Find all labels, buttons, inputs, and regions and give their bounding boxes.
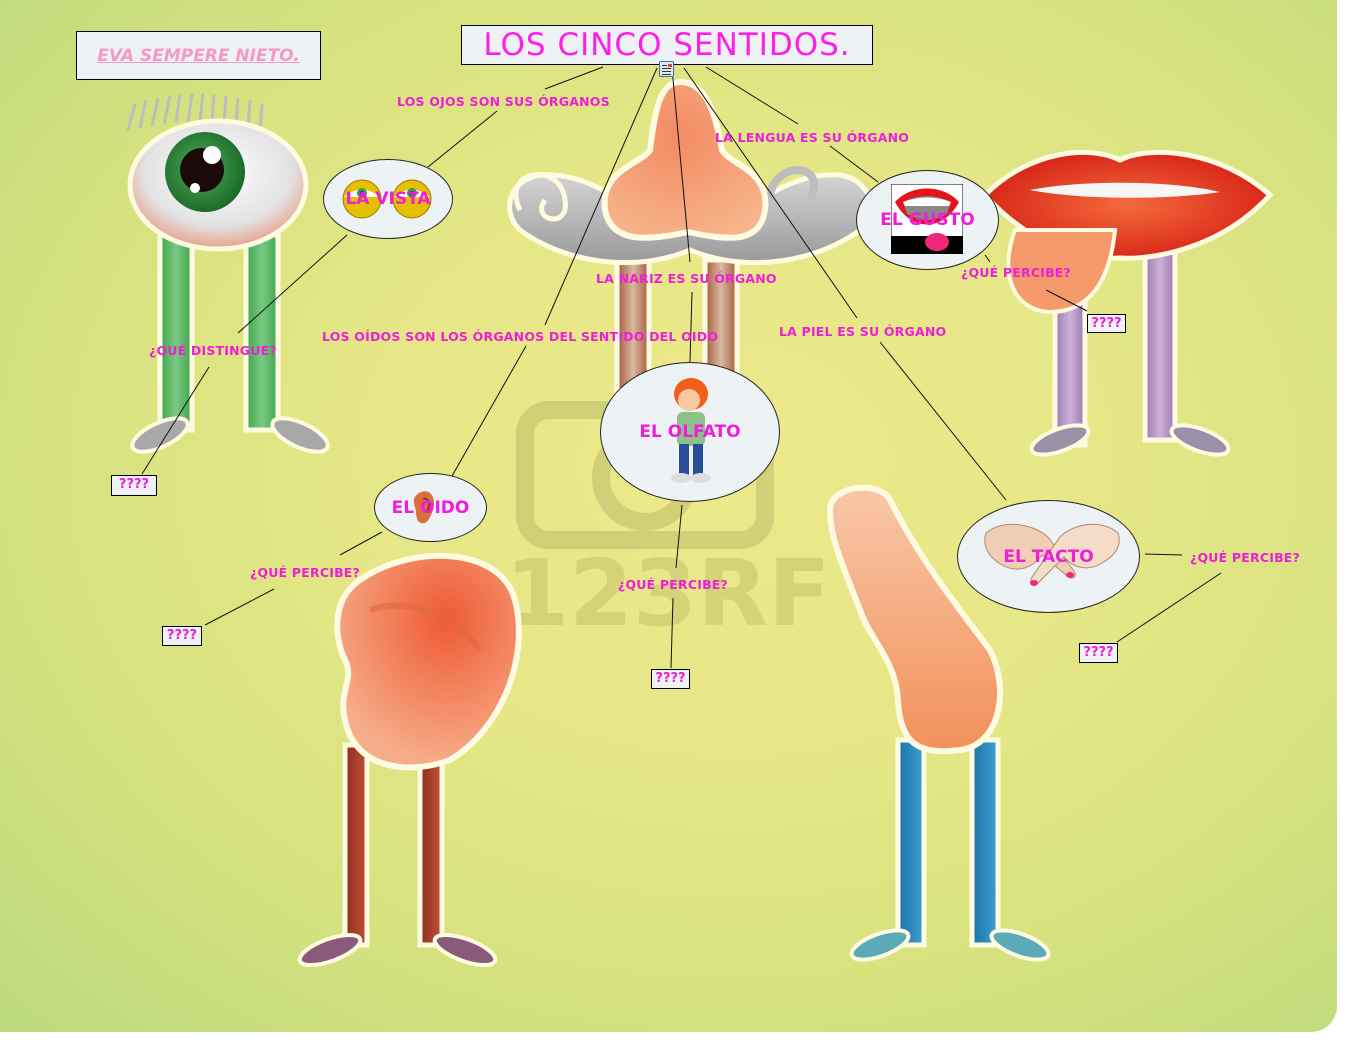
answer-box-vista[interactable]: ???? (111, 475, 157, 496)
node-vista[interactable]: LA VISTA (323, 159, 453, 239)
eye-character (126, 93, 330, 454)
author-box[interactable]: EVA SEMPERE NIETO. (76, 31, 321, 80)
answer-box-gusto[interactable]: ???? (1087, 314, 1126, 333)
background-illustrations: 123RF (126, 66, 1274, 968)
hands-touching-icon (984, 523, 1120, 586)
page-title: LOS CINCO SENTIDOS. (483, 27, 851, 63)
node-oido-label: EL OIDO (391, 497, 470, 518)
question-olfato: ¿QUÉ PERCIBE? (618, 577, 728, 592)
node-gusto-label: EL GUSTO (880, 210, 975, 230)
node-vista-label: LA VISTA (345, 189, 431, 209)
author-name[interactable]: EVA SEMPERE NIETO. (97, 45, 300, 66)
question-vista: ¿QUÉ DISTINGUE? (149, 343, 277, 358)
label-piel: LA PIEL ES SU ÓRGANO (779, 324, 947, 339)
lips-character (981, 149, 1274, 457)
title-box[interactable]: LOS CINCO SENTIDOS. (461, 25, 873, 65)
node-olfato-label: EL OLFATO (639, 422, 741, 442)
label-ojos: LOS OJOS SON SUS ÓRGANOS (397, 94, 610, 109)
connector-lines (141, 66, 1222, 669)
label-nariz: LA NARIZ ES SU ÓRGANO (596, 271, 777, 286)
answer-box-olfato[interactable]: ???? (651, 669, 690, 689)
answer-box-tacto[interactable]: ???? (1079, 643, 1118, 663)
eyes-icon (342, 179, 432, 219)
question-oido: ¿QUÉ PERCIBE? (250, 565, 360, 580)
document-icon[interactable] (659, 61, 674, 77)
concept-map-canvas: 123RF (0, 0, 1337, 1032)
label-lengua: LA LENGUA ES SU ÓRGANO (715, 130, 910, 145)
question-gusto: ¿QUÉ PERCIBE? (961, 265, 1071, 280)
ear-character (297, 552, 522, 968)
question-tacto: ¿QUÉ PERCIBE? (1190, 550, 1300, 565)
answer-box-oido[interactable]: ???? (162, 626, 202, 646)
watermark-text: 123RF (505, 540, 831, 647)
node-tacto-label: EL TACTO (1003, 546, 1094, 567)
node-olfato[interactable]: EL OLFATO (600, 362, 780, 502)
node-gusto[interactable]: EL GUSTO (856, 170, 999, 270)
node-oido[interactable]: EL OIDO (374, 473, 487, 542)
mouth-icon (891, 184, 963, 254)
finger-character (826, 484, 1051, 962)
node-tacto[interactable]: EL TACTO (957, 500, 1140, 613)
boy-smelling-icon (671, 378, 711, 483)
label-oidos: LOS OÍDOS SON LOS ÓRGANOS DEL SENTIDO DE… (322, 329, 719, 344)
ear-icon (413, 491, 435, 524)
